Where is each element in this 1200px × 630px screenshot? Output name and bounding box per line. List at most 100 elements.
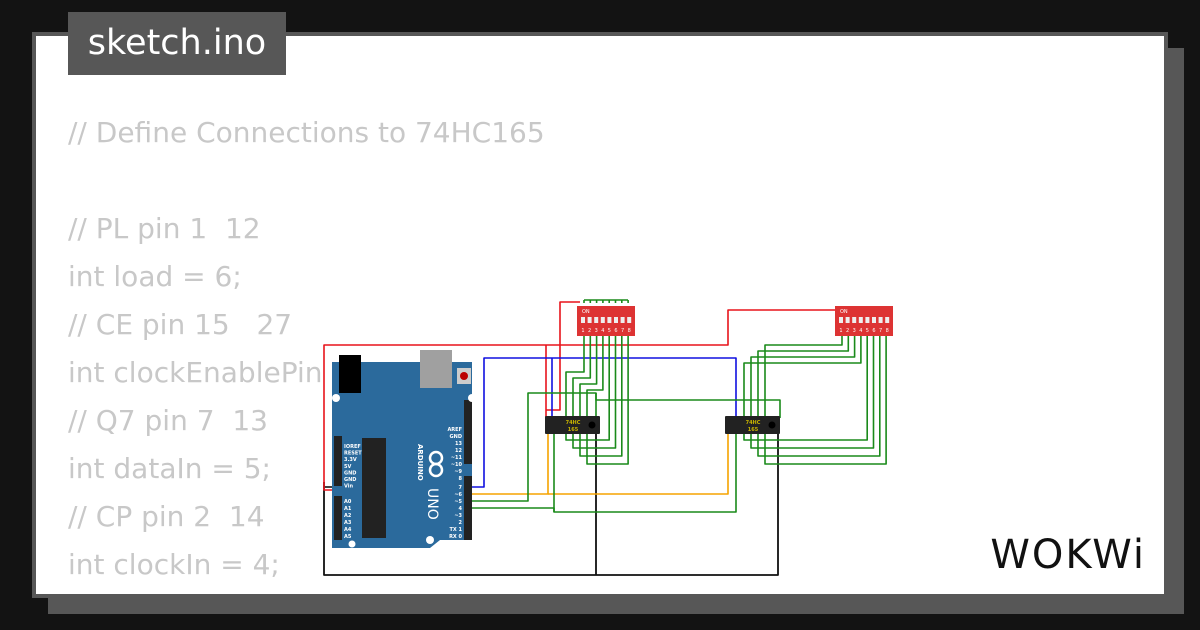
wire — [764, 335, 887, 465]
wire — [565, 335, 585, 418]
dip-number: 1 — [581, 328, 584, 334]
dip-toggle — [872, 317, 876, 323]
wire — [586, 335, 604, 418]
dip-toggle — [587, 317, 592, 323]
pin-label: A3 — [344, 520, 352, 526]
wire — [579, 335, 598, 418]
pin-label: A2 — [344, 513, 352, 519]
dip-number: 7 — [621, 328, 624, 334]
dip-number: 4 — [601, 328, 604, 334]
dip-number: 5 — [866, 328, 869, 334]
pin-label: 8 — [459, 476, 463, 482]
pin-label: 12 — [455, 448, 462, 454]
wire — [757, 335, 881, 457]
dip-number: 7 — [879, 328, 882, 334]
dip-number: 3 — [595, 328, 598, 334]
shift-register-chip — [725, 416, 780, 434]
chip-notch — [768, 421, 776, 429]
dip-toggle — [620, 317, 625, 323]
wire — [572, 335, 617, 449]
pin-label: 3.3V — [344, 457, 357, 463]
wire — [466, 432, 549, 495]
pin-label: TX 1 — [450, 527, 463, 533]
dip-switch — [577, 306, 635, 336]
pin-label: A4 — [344, 527, 352, 533]
analog-header — [334, 496, 342, 540]
dip-number: 2 — [846, 328, 849, 334]
dip-number: 6 — [614, 328, 617, 334]
dip-toggle — [845, 317, 850, 323]
dip-toggle — [594, 317, 599, 323]
pin-label: GND — [450, 434, 462, 440]
dip-number: 5 — [608, 328, 611, 334]
wire — [586, 335, 629, 465]
wire — [546, 301, 580, 411]
wire — [548, 432, 729, 495]
code-line: int dataIn = 5; — [68, 452, 271, 485]
shift-register-chip — [545, 416, 600, 434]
pin-label: ~11 — [451, 455, 463, 461]
mount-hole — [348, 540, 356, 548]
digital-header-top — [464, 400, 472, 464]
dip-toggle — [878, 317, 883, 323]
pin-label: 5V — [344, 464, 351, 470]
dip-toggle — [581, 317, 585, 323]
dip-number: 1 — [839, 328, 842, 334]
dip-number: 8 — [628, 328, 631, 334]
pin-label: 13 — [455, 441, 462, 447]
wire — [750, 335, 856, 418]
pin-label: ~6 — [454, 492, 462, 498]
pin-label: RESET — [344, 451, 362, 457]
arduino-infinity-logo — [428, 462, 444, 478]
wire — [595, 393, 781, 418]
dip-toggle — [607, 317, 612, 323]
circuit-diagram: IOREFRESET3.3V5VGNDGNDVinA0A1A2A3A4A5ARE… — [323, 299, 893, 576]
code-line: // CE pin 15 27 — [68, 308, 293, 341]
pin-label: IOREF — [344, 444, 361, 450]
code-line: int clockIn = 4; — [68, 548, 280, 581]
mount-hole — [332, 394, 340, 402]
code-line: // Q7 pin 7 13 — [68, 404, 268, 437]
arduino-brand-label: ARDUINO — [416, 444, 424, 481]
pin-label: 2 — [459, 520, 463, 526]
power-jack — [339, 355, 361, 393]
dip-number: 8 — [886, 328, 889, 334]
wokwi-logo: WOKWi — [990, 532, 1146, 578]
dip-toggle — [858, 317, 863, 323]
digital-header-bottom — [464, 476, 472, 540]
mount-hole — [468, 394, 476, 402]
wire — [466, 432, 737, 513]
wire — [323, 309, 840, 491]
dip-toggle — [627, 317, 632, 323]
dip-toggle — [614, 317, 618, 323]
pin-label: 4 — [459, 506, 463, 512]
wire — [743, 335, 869, 441]
chip-notch — [588, 421, 596, 429]
dip-toggle — [839, 317, 843, 323]
atmega-chip — [362, 438, 386, 538]
preview-card: // Define Connections to 74HC165// PL pi… — [32, 32, 1168, 598]
pin-label: A1 — [344, 506, 352, 512]
pin-label: ~10 — [451, 462, 463, 468]
usb-port — [420, 350, 452, 388]
dip-on-label: ON — [582, 309, 590, 315]
power-header — [334, 436, 342, 486]
pin-label: RX 0 — [449, 534, 462, 540]
dip-toggle — [852, 317, 857, 323]
dip-toggle — [600, 317, 605, 323]
code-line: // PL pin 1 12 — [68, 212, 261, 245]
arduino-model-label: UNO — [424, 488, 440, 520]
pin-label: ~5 — [454, 499, 462, 505]
code-line: int load = 6; — [68, 260, 242, 293]
arduino-uno — [332, 350, 476, 548]
pin-label: A0 — [344, 499, 352, 505]
wire — [764, 335, 843, 418]
pin-label: GND — [344, 470, 356, 476]
chip-label: 74HC — [566, 420, 581, 426]
file-name-tab: sketch.ino — [68, 12, 286, 75]
chip-label: 165 — [568, 427, 579, 433]
wire — [572, 335, 592, 418]
dip-switch — [835, 306, 893, 336]
wire — [323, 432, 779, 576]
dip-toggle — [885, 317, 890, 323]
